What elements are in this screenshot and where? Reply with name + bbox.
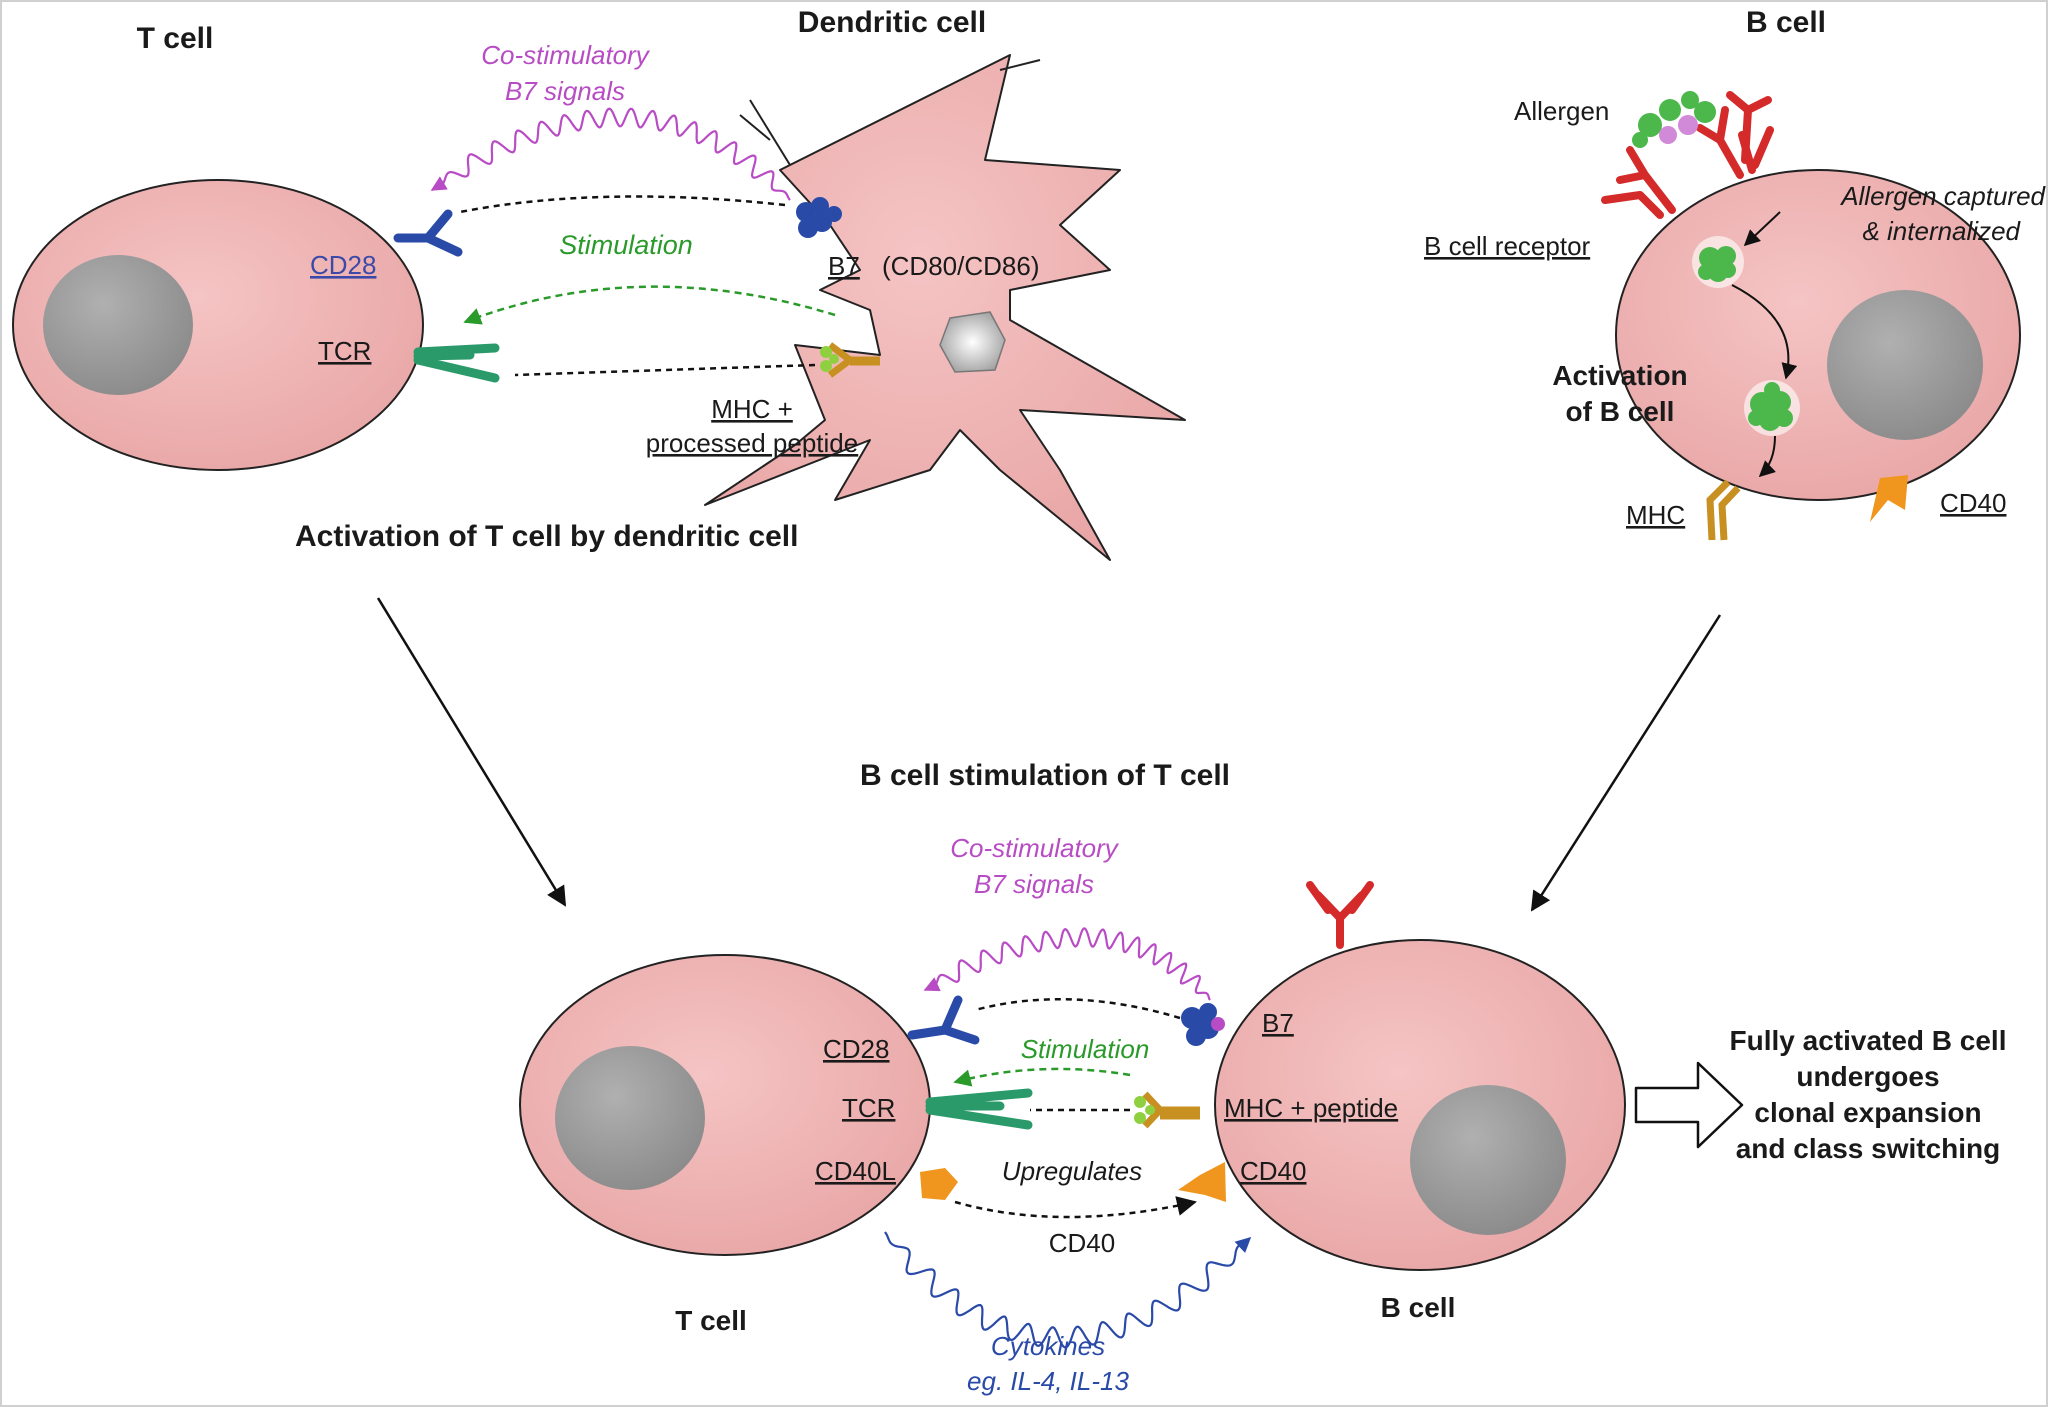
dendritic-nucleus [939, 311, 1006, 373]
b7-cd28-link [459, 195, 786, 214]
allergen-icon [1632, 91, 1716, 148]
bottom-b-cell-nucleus [1410, 1085, 1566, 1235]
bottom-bcr-icon [1306, 881, 1374, 949]
costim-wave-top [430, 107, 791, 201]
bottom-b7-link [974, 998, 1181, 1020]
bottom-cd40l-label: CD40L [815, 1156, 896, 1186]
top-left-panel: T cell Dendritic cell Co-stimulatory B7 … [12, 6, 1186, 561]
bottom-stimulation-arrow [953, 1067, 1131, 1087]
bottom-panel: B cell stimulation of T cell Co-stimulat… [519, 759, 2007, 1396]
cd28-label: CD28 [310, 250, 376, 280]
mhc-icon [1706, 479, 1741, 541]
costim-wave-bottom [923, 927, 1211, 1001]
cytokine-wave [884, 1231, 1252, 1349]
bottom-costim-line1: Co-stimulatory [950, 833, 1120, 863]
cd28-receptor-icon [393, 209, 463, 257]
b-cell-title: B cell [1746, 6, 1826, 39]
outcome-line2: undergoes [1796, 1061, 1939, 1092]
process-arrow [1731, 284, 1798, 380]
outcome-line4: and class switching [1736, 1133, 2001, 1164]
dendritic-cell-title: Dendritic cell [798, 6, 986, 39]
top-left-caption: Activation of T cell by dendritic cell [295, 520, 798, 553]
mhc-label-line1: MHC + [711, 394, 793, 424]
outcome-line3: clonal expansion [1754, 1097, 1981, 1128]
cytokines-line1: Cytokines [991, 1331, 1105, 1361]
bottom-tcr-icon [925, 1088, 1033, 1130]
stimulation-label: Stimulation [559, 230, 693, 260]
outcome-line1: Fully activated B cell [1730, 1025, 2007, 1056]
tcr-receptor-icon [413, 343, 500, 383]
present-arrow [1758, 435, 1776, 478]
bottom-costim-line2: B7 signals [974, 869, 1094, 899]
b7-label: B7 [828, 251, 860, 281]
b-cell-receptor-label: B cell receptor [1424, 231, 1591, 261]
flow-arrow-left [376, 597, 567, 907]
stimulation-arrow [463, 285, 836, 325]
bottom-cd40-icon [1178, 1162, 1226, 1202]
b-cell-receptor-icon [1601, 91, 1774, 219]
bottom-title: B cell stimulation of T cell [860, 759, 1230, 792]
capture-arrow [1743, 211, 1781, 247]
bottom-cd28-label: CD28 [823, 1034, 889, 1064]
mhc-label: MHC [1626, 500, 1685, 530]
cd40-label: CD40 [1940, 488, 2006, 518]
t-cell-body [12, 179, 424, 471]
b7-ligand-icon [796, 197, 842, 238]
top-right-panel: B cell Allergen B cell receptor Allergen… [1424, 6, 2047, 541]
bottom-t-cell-nucleus [555, 1046, 705, 1190]
bottom-b-cell-label: B cell [1381, 1292, 1456, 1323]
mhc-peptide-icon [820, 342, 880, 378]
b-cell-nucleus [1827, 290, 1983, 440]
cd40-icon [1870, 475, 1908, 522]
bottom-stimulation-label: Stimulation [1021, 1034, 1150, 1064]
t-cell-nucleus [43, 255, 193, 395]
mhc-tcr-link [514, 363, 816, 377]
bottom-t-cell-label: T cell [675, 1305, 747, 1336]
bottom-tcr-label: TCR [842, 1093, 895, 1123]
costim-label-line2: B7 signals [505, 76, 625, 106]
outcome-arrow-icon [1634, 1061, 1744, 1149]
mhc-label-line2: processed peptide [646, 428, 858, 458]
activation-label-line2: of B cell [1566, 396, 1675, 427]
t-cell-title: T cell [137, 22, 214, 55]
captured-label-line2: & internalized [1862, 216, 2021, 246]
costim-label-line1: Co-stimulatory [481, 40, 651, 70]
bottom-cd40-label: CD40 [1240, 1156, 1306, 1186]
bottom-mhc-icon [1134, 1091, 1200, 1129]
b7-detail-label: (CD80/CD86) [882, 251, 1040, 281]
cd40-target-label: CD40 [1049, 1228, 1115, 1258]
activation-label-line1: Activation [1552, 360, 1687, 391]
bottom-b7-label: B7 [1262, 1008, 1294, 1038]
bottom-cd40l-icon [920, 1168, 958, 1200]
cytokines-line2: eg. IL-4, IL-13 [967, 1366, 1129, 1396]
flow-arrow-right [1530, 614, 1722, 912]
dendritic-cell-body [704, 54, 1186, 561]
upregulate-arrow [954, 1196, 1197, 1219]
bottom-cd28-icon [907, 995, 980, 1045]
internalized-allergen-1-icon [1692, 236, 1744, 288]
upregulates-label: Upregulates [1002, 1156, 1142, 1186]
captured-label-line1: Allergen captured [1839, 181, 2046, 211]
tcr-label: TCR [318, 336, 371, 366]
allergen-label: Allergen [1514, 96, 1609, 126]
bottom-mhc-label: MHC + peptide [1224, 1093, 1398, 1123]
bottom-b7-icon [1181, 1003, 1225, 1046]
internalized-allergen-2-icon [1744, 380, 1800, 436]
